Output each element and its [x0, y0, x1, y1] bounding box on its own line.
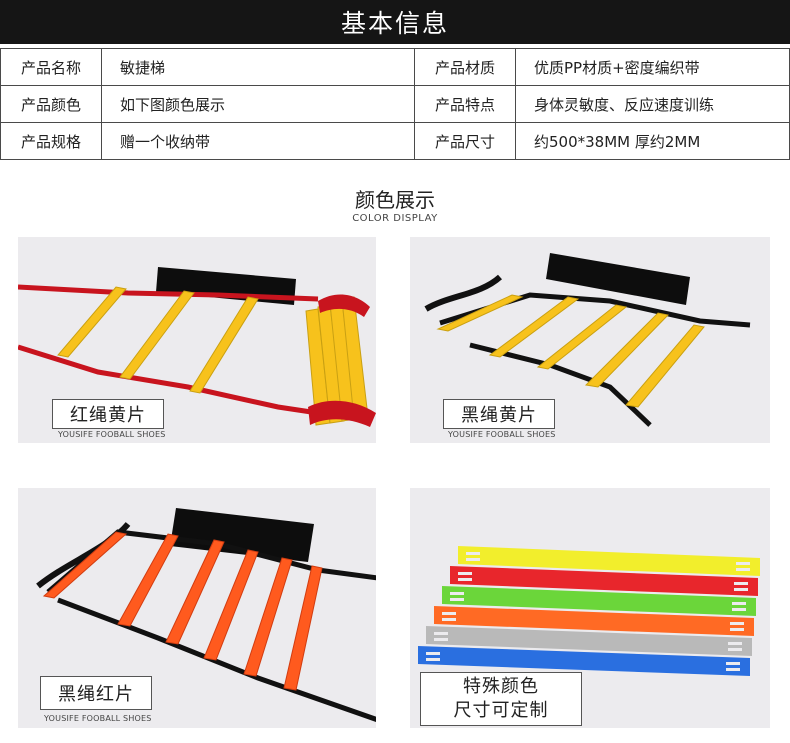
label-spec: 产品规格 [0, 122, 102, 160]
bar-slot [466, 558, 480, 561]
table-row: 产品规格 赠一个收纳带 产品尺寸 约500*38MM 厚约2MM [0, 122, 790, 160]
bar-slot [732, 602, 746, 605]
brand-caption: YOUSIFE FOOBALL SHOES [448, 430, 556, 439]
bar-slot [458, 572, 472, 575]
bar-slot [426, 658, 440, 661]
tag-line-special-colors: 特殊颜色 [463, 676, 539, 697]
bar-slot [442, 612, 456, 615]
tag-black-rope-red-rungs: 黑绳红片 [40, 676, 152, 710]
color-bar [434, 606, 754, 636]
color-display-subtitle: COLOR DISPLAY [352, 213, 438, 224]
value-material: 优质PP材质+密度编织带 [515, 48, 790, 86]
value-feature: 身体灵敏度、反应速度训练 [515, 85, 790, 123]
tag-red-rope-yellow-rungs: 红绳黄片 [52, 399, 164, 429]
value-spec: 赠一个收纳带 [101, 122, 415, 160]
photo-special-colors: 特殊颜色 尺寸可定制 [410, 488, 770, 728]
agility-ladder-image [36, 508, 376, 722]
tag-special-colors: 特殊颜色 尺寸可定制 [420, 672, 582, 726]
color-bars-image [418, 546, 760, 676]
value-product-name: 敏捷梯 [101, 48, 415, 86]
bar-slot [728, 642, 742, 645]
bar-slot [450, 598, 464, 601]
brand-caption: YOUSIFE FOOBALL SHOES [44, 714, 152, 723]
label-product-name: 产品名称 [0, 48, 102, 86]
brand-caption: YOUSIFE FOOBALL SHOES [58, 430, 166, 439]
bar-slot [730, 622, 744, 625]
label-material: 产品材质 [414, 48, 516, 86]
bar-slot [450, 592, 464, 595]
basic-info-title: 基本信息 [340, 9, 449, 38]
bar-slot [730, 628, 744, 631]
section-title-basic-info: 基本信息 [0, 0, 790, 44]
bar-slot [434, 632, 448, 635]
bar-slot [734, 588, 748, 591]
photo-red-rope-yellow-rungs: 红绳黄片 YOUSIFE FOOBALL SHOES [18, 237, 376, 443]
value-size: 约500*38MM 厚约2MM [515, 122, 790, 160]
bar-slot [726, 668, 740, 671]
color-bar [450, 566, 758, 596]
photo-black-rope-yellow-rungs: 黑绳黄片 YOUSIFE FOOBALL SHOES [410, 237, 770, 443]
table-row: 产品名称 敏捷梯 产品材质 优质PP材质+密度编织带 [0, 48, 790, 86]
agility-ladder-image [424, 253, 751, 427]
tag-black-rope-yellow-rungs: 黑绳黄片 [443, 399, 555, 429]
color-bar [442, 586, 756, 616]
label-size: 产品尺寸 [414, 122, 516, 160]
agility-ladder-image [18, 267, 376, 427]
color-bar [458, 546, 760, 576]
bar-slot [736, 562, 750, 565]
tag-line-custom-size: 尺寸可定制 [453, 700, 549, 721]
bar-slot [732, 608, 746, 611]
bar-slot [442, 618, 456, 621]
bar-slot [434, 638, 448, 641]
color-bar [418, 646, 750, 676]
photo-black-rope-red-rungs: 黑绳红片 YOUSIFE FOOBALL SHOES [18, 488, 376, 728]
color-display-title: 颜色展示 [355, 188, 435, 212]
bar-slot [466, 552, 480, 555]
label-color: 产品颜色 [0, 85, 102, 123]
color-bar [426, 626, 752, 656]
bar-slot [728, 648, 742, 651]
bar-slot [426, 652, 440, 655]
product-info-table: 产品名称 敏捷梯 产品材质 优质PP材质+密度编织带 产品颜色 如下图颜色展示 … [0, 48, 790, 160]
bar-slot [458, 578, 472, 581]
bar-slot [734, 582, 748, 585]
bar-slot [726, 662, 740, 665]
table-row: 产品颜色 如下图颜色展示 产品特点 身体灵敏度、反应速度训练 [0, 85, 790, 123]
value-color: 如下图颜色展示 [101, 85, 415, 123]
label-feature: 产品特点 [414, 85, 516, 123]
bar-slot [736, 568, 750, 571]
